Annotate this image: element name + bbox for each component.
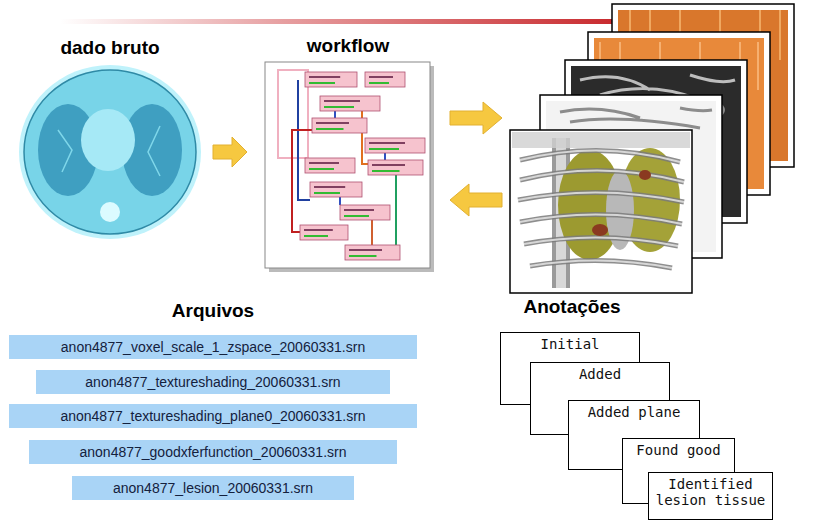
workflow-module [320,96,380,111]
file-bar: anon4877_textureshading_plane0_20060331.… [9,404,417,428]
workflow-module [324,106,354,108]
ct-scan-image [19,65,201,239]
flow-arrows [213,137,247,167]
file-name: anon4877_goodxferfunction_20060331.srn [79,444,346,461]
workflow-module [310,182,362,197]
workflow-screenshot [265,62,434,272]
workflow-module [369,142,405,144]
workflow-module [304,235,328,237]
file-bar: anon4877_textureshading_20060331.srn [36,370,390,394]
note-text: Found good [628,442,729,458]
workflow-module [312,118,367,133]
note-text: Added plane [574,404,694,420]
workflow-module [309,82,335,84]
section-heading: Arquivos [172,301,254,322]
rendered-image-stack [518,150,684,268]
workflow-module [314,186,345,188]
rendered-image-stack [510,4,794,293]
ct-scan-image [19,65,201,239]
workflow-screenshot [371,217,373,245]
workflow-module [368,160,423,175]
header-rule [60,19,620,24]
workflow-module [365,72,405,87]
workflow-module [368,160,423,175]
rendered-image-stack [518,150,684,268]
flow-arrows [450,184,502,216]
ct-scan-image [24,70,196,234]
workflow-screenshot [292,130,318,232]
workflow-module [305,72,357,87]
workflow-module [340,205,390,220]
workflow-module [312,118,367,133]
note-card: Identified lesion tissue [648,472,773,520]
flow-arrows [450,102,502,134]
workflow-module [349,249,382,251]
file-bar: anon4877_voxel_scale_1_zspace_20060331.s… [9,335,417,359]
header-rule [60,19,620,24]
note-text: Initial [506,336,634,352]
workflow-module [314,192,340,194]
rendered-image-stack [560,108,712,128]
file-name: anon4877_textureshading_plane0_20060331.… [60,408,365,425]
rendered-image-stack [592,224,608,236]
ct-scan-image [58,126,160,176]
workflow-module [344,215,369,217]
rendered-image-stack [510,130,692,293]
workflow-module [345,245,400,260]
workflow-module [305,72,357,87]
workflow-module [309,76,340,78]
workflow-module [304,229,333,231]
workflow-module [305,158,355,173]
file-bar: anon4877_lesion_20060331.srn [72,476,354,500]
workflow-module [345,245,400,260]
workflow-module [309,168,334,170]
workflow-module [300,225,348,240]
workflow-module [369,82,389,84]
workflow-module [310,182,362,197]
workflow-module [300,225,348,240]
section-heading: Anotações [523,297,620,318]
workflow-screenshot [298,80,310,200]
rendered-image-stack [639,170,651,180]
file-name: anon4877_textureshading_20060331.srn [85,374,340,391]
workflow-module [369,148,399,150]
workflow-screenshot [395,172,397,252]
ct-scan-image [100,202,120,222]
workflow-module [365,138,425,153]
workflow-screenshot [300,72,425,260]
workflow-module [305,158,355,173]
workflow-screenshot [362,104,368,164]
workflow-module [365,138,425,153]
section-heading: workflow [307,36,389,57]
workflow-module [369,76,393,78]
workflow-module [316,128,344,130]
workflow-module [349,255,377,257]
workflow-module [316,122,349,124]
file-bar: anon4877_goodxferfunction_20060331.srn [29,440,397,464]
workflow-module [372,170,400,172]
file-name: anon4877_voxel_scale_1_zspace_20060331.s… [61,339,365,356]
note-text: Added [536,366,664,382]
workflow-module [309,162,339,164]
workflow-module [365,72,405,87]
workflow-screenshot [265,62,430,268]
workflow-module [320,96,380,111]
section-heading: dado bruto [60,38,159,59]
rendered-image-stack [512,132,690,148]
ct-scan-image [81,109,135,171]
flow-arrows [213,102,502,216]
file-name: anon4877_lesion_20060331.srn [113,480,313,497]
workflow-module [324,100,360,102]
note-text: Identified lesion tissue [654,476,767,508]
workflow-module [344,209,374,211]
workflow-module [340,205,390,220]
workflow-module [372,164,405,166]
